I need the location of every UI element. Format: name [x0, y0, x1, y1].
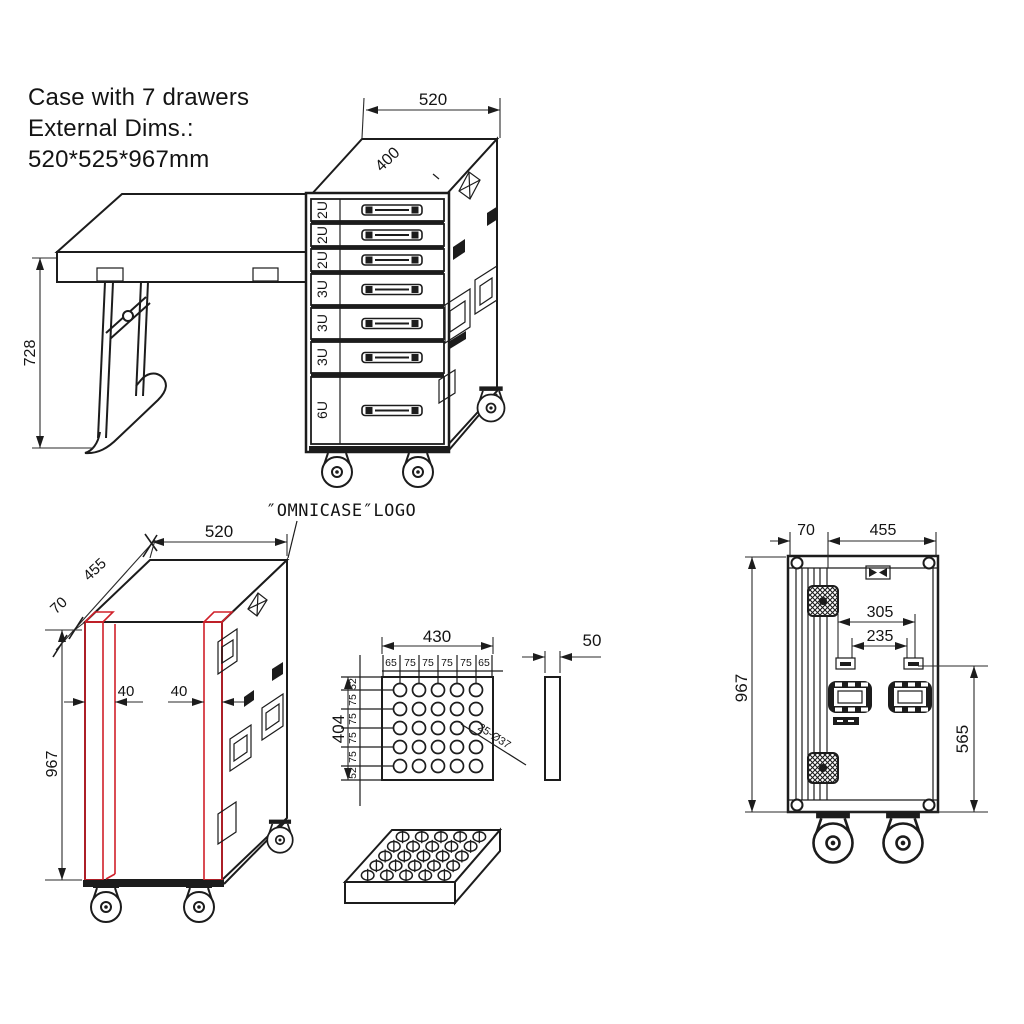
- butterfly-latch-left: [828, 681, 872, 713]
- plate-col-spacing-5: 75: [460, 657, 472, 669]
- dim-table-height: 728: [22, 340, 39, 367]
- plate-col-spacing-2: 75: [404, 657, 416, 669]
- drawer-label-7: 6U: [314, 401, 330, 419]
- title-line-2: External Dims.:: [28, 115, 194, 142]
- plate-row-spacing-5: 75: [347, 751, 359, 763]
- dim-iso-height: 967: [44, 751, 61, 778]
- dim-span-outer: 305: [867, 604, 894, 621]
- drawer-label-6: 3U: [314, 348, 330, 366]
- dim-case-width-top: 520: [419, 90, 447, 109]
- drawer-label-1: 2U: [314, 201, 330, 219]
- dim-iso-lid: 70: [47, 594, 71, 618]
- table-top-surface: [54, 193, 311, 253]
- plate-row-spacing-2: 75: [347, 694, 359, 706]
- dim-front-width: 455: [870, 522, 897, 539]
- drawer-label-4: 3U: [314, 280, 330, 298]
- corner-ball: [790, 556, 804, 570]
- plate-hole-grid: [392, 682, 484, 774]
- view-front-case: 305 235: [732, 522, 988, 864]
- corner-ball: [790, 798, 804, 812]
- corner-ball: [922, 798, 936, 812]
- dim-span-inner: 235: [867, 628, 894, 645]
- butterfly-latch-right: [888, 681, 932, 713]
- side-hardware: [438, 171, 498, 405]
- butterfly-catch-top: [865, 565, 891, 580]
- dim-strip-left: 40: [118, 683, 135, 700]
- plate-col-spacing-1: 65: [385, 657, 397, 669]
- dim-plate-height: 404: [329, 715, 348, 743]
- view-table-and-case: 728 2U 2U 2U 3U 3U 3U 6U: [22, 90, 506, 488]
- table-leg-bracket-left: [96, 267, 124, 282]
- drawer-label-3: 2U: [314, 251, 330, 269]
- name-plate: [833, 717, 859, 725]
- dim-latch-height: 565: [953, 725, 972, 753]
- iso-front-face: [84, 621, 223, 881]
- strap-bracket-left: [835, 657, 856, 670]
- title-line-3: 520*525*967mm: [28, 146, 210, 173]
- dim-plate-width: 430: [423, 627, 451, 646]
- dim-front-lid: 70: [797, 522, 815, 539]
- table-edge: [56, 251, 311, 283]
- title-line-1: Case with 7 drawers: [28, 84, 250, 111]
- plate-row-spacing-4: 75: [347, 732, 359, 744]
- drawer-stack: [310, 198, 445, 445]
- table-leg-bracket-right: [252, 267, 279, 282]
- plate-row-spacing-3: 75: [347, 713, 359, 725]
- table-leg-foot: [84, 372, 167, 455]
- plate-3d-view: [342, 827, 503, 906]
- dim-plate-thickness: 50: [583, 631, 602, 650]
- strap-bracket-right: [903, 657, 924, 670]
- plate-row-spacing-1: 52: [347, 678, 359, 690]
- view-iso-case: 40 40: [44, 501, 416, 923]
- dim-iso-depth: 455: [80, 555, 110, 585]
- dim-iso-width: 520: [205, 522, 233, 541]
- drawer-label-5: 3U: [314, 314, 330, 332]
- dim-strip-right: 40: [171, 683, 188, 700]
- plate-row-spacing-6: 52: [347, 767, 359, 779]
- plate-col-spacing-6: 65: [478, 657, 490, 669]
- plate-col-spacing-4: 75: [441, 657, 453, 669]
- plate-side-view: [544, 676, 561, 781]
- corner-ball: [922, 556, 936, 570]
- logo-callout-label: ″OMNICASE″LOGO: [266, 501, 416, 521]
- drawer-label-2: 2U: [314, 226, 330, 244]
- iso-side-hardware: [217, 592, 284, 846]
- table-folding-leg: [84, 281, 167, 455]
- view-divider-plate: 65 75 75 75 75 65 52 75 75 75 75 52: [329, 627, 602, 906]
- dim-front-height: 967: [732, 674, 751, 702]
- plate-col-spacing-3: 75: [422, 657, 434, 669]
